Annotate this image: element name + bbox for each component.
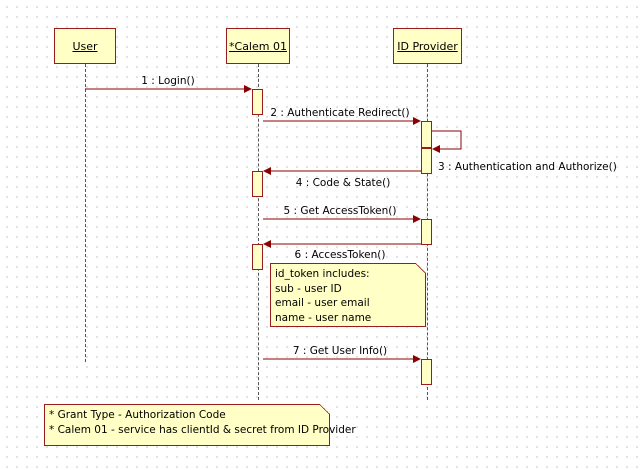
- message-label-5: 5 : Get AccessToken(): [283, 205, 397, 217]
- activation-idp-3[interactable]: [421, 219, 432, 245]
- note-footer[interactable]: * Grant Type - Authorization Code * Cale…: [44, 404, 356, 446]
- note-line: * Grant Type - Authorization Code: [49, 409, 226, 421]
- lifeline-head-user[interactable]: User: [54, 28, 116, 64]
- note-line: name - user name: [275, 311, 372, 324]
- note-line: email - user email: [275, 297, 370, 309]
- activation-idp-4[interactable]: [421, 359, 432, 385]
- note-fold-corner: [320, 404, 330, 414]
- activation-calem-1[interactable]: [252, 89, 263, 115]
- message-label-3: 3 : Authentication and Authorize(): [438, 161, 617, 173]
- note-line: sub - user ID: [275, 282, 342, 295]
- lifeline-user: [85, 64, 86, 362]
- message-label-6: 6 : AccessToken(): [294, 249, 386, 261]
- note-id-token[interactable]: id_token includes: sub - user ID email -…: [270, 263, 426, 327]
- activation-calem-3[interactable]: [252, 244, 263, 270]
- activation-idp-2[interactable]: [421, 148, 432, 174]
- message-label-2: 2 : Authenticate Redirect(): [270, 107, 410, 119]
- activation-calem-2[interactable]: [252, 171, 263, 197]
- arrow-msg-3[interactable]: [432, 130, 462, 153]
- lifeline-calem: [258, 64, 259, 400]
- note-fold-corner: [416, 263, 426, 273]
- lifeline-head-id-provider[interactable]: ID Provider: [393, 28, 462, 64]
- note-line: id_token includes:: [275, 268, 370, 280]
- message-label-4: 4 : Code & State(): [295, 177, 391, 189]
- activation-idp-1[interactable]: [421, 121, 432, 148]
- message-label-7: 7 : Get User Info(): [292, 345, 388, 357]
- note-line: * Calem 01 - service has clientId & secr…: [49, 423, 356, 436]
- lifeline-head-calem[interactable]: *Calem 01: [226, 28, 290, 64]
- message-label-1: 1 : Login(): [141, 75, 195, 87]
